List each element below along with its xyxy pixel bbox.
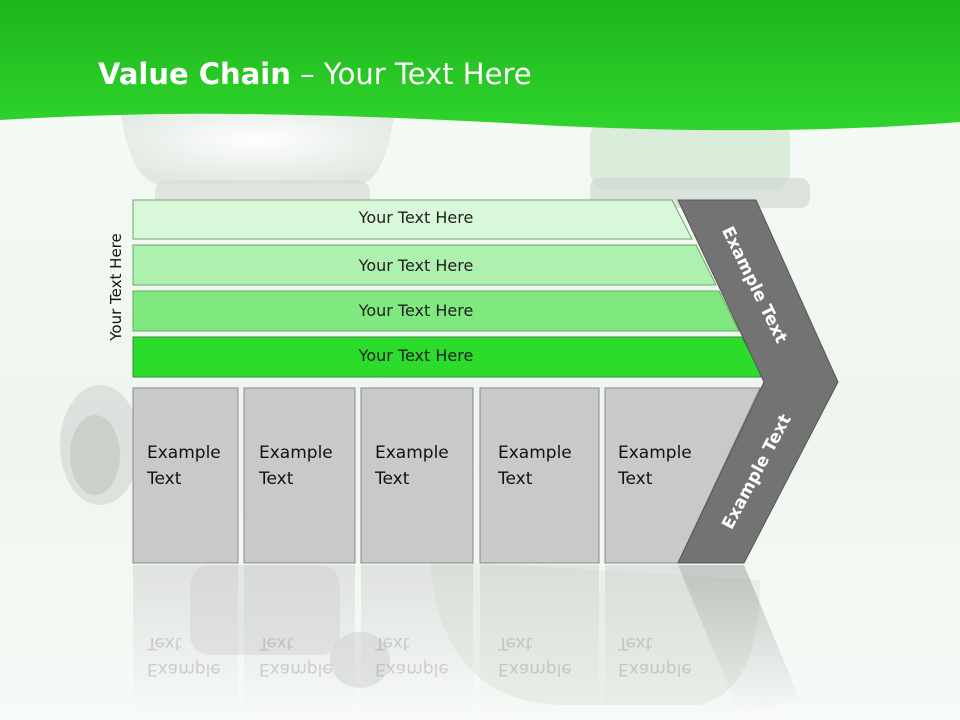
column-label-3: Example Text [375, 440, 449, 492]
column-box-3 [360, 387, 474, 564]
column-label-5-line1: Example [618, 443, 692, 463]
header-banner [0, 0, 960, 131]
page-title: Value Chain – Your Text Here [98, 52, 532, 96]
row-band-1 [132, 199, 693, 240]
row-label-2: Your Text Here [358, 256, 474, 275]
column-label-4: Example Text [498, 440, 572, 492]
column-label-4-line2: Text [498, 469, 533, 489]
side-label: Your Text Here [107, 233, 125, 341]
column-label-2: Example Text [259, 440, 333, 492]
column-box-1 [132, 387, 239, 564]
row-label-4: Your Text Here [358, 346, 474, 365]
column-label-4-line1: Example [498, 443, 572, 463]
row-band-3 [132, 290, 740, 332]
row-band-2 [132, 244, 717, 286]
row-label-1: Your Text Here [358, 208, 474, 227]
reflection [133, 565, 800, 715]
row-label-3: Your Text Here [358, 301, 474, 320]
column-label-5: Example Text [618, 440, 692, 492]
column-label-1: Example Text [147, 440, 221, 492]
title-rest: – Your Text Here [290, 57, 532, 91]
column-label-1-line2: Text [147, 469, 182, 489]
column-box-4 [479, 387, 600, 564]
chevron-arrow [677, 199, 839, 564]
column-label-5-line2: Text [618, 469, 653, 489]
column-box-2 [243, 387, 356, 564]
column-label-1-line1: Example [147, 443, 221, 463]
column-label-3-line1: Example [375, 443, 449, 463]
column-label-2-line1: Example [259, 443, 333, 463]
title-bold: Value Chain [98, 57, 291, 91]
column-label-3-line2: Text [375, 469, 410, 489]
column-label-2-line2: Text [259, 469, 294, 489]
